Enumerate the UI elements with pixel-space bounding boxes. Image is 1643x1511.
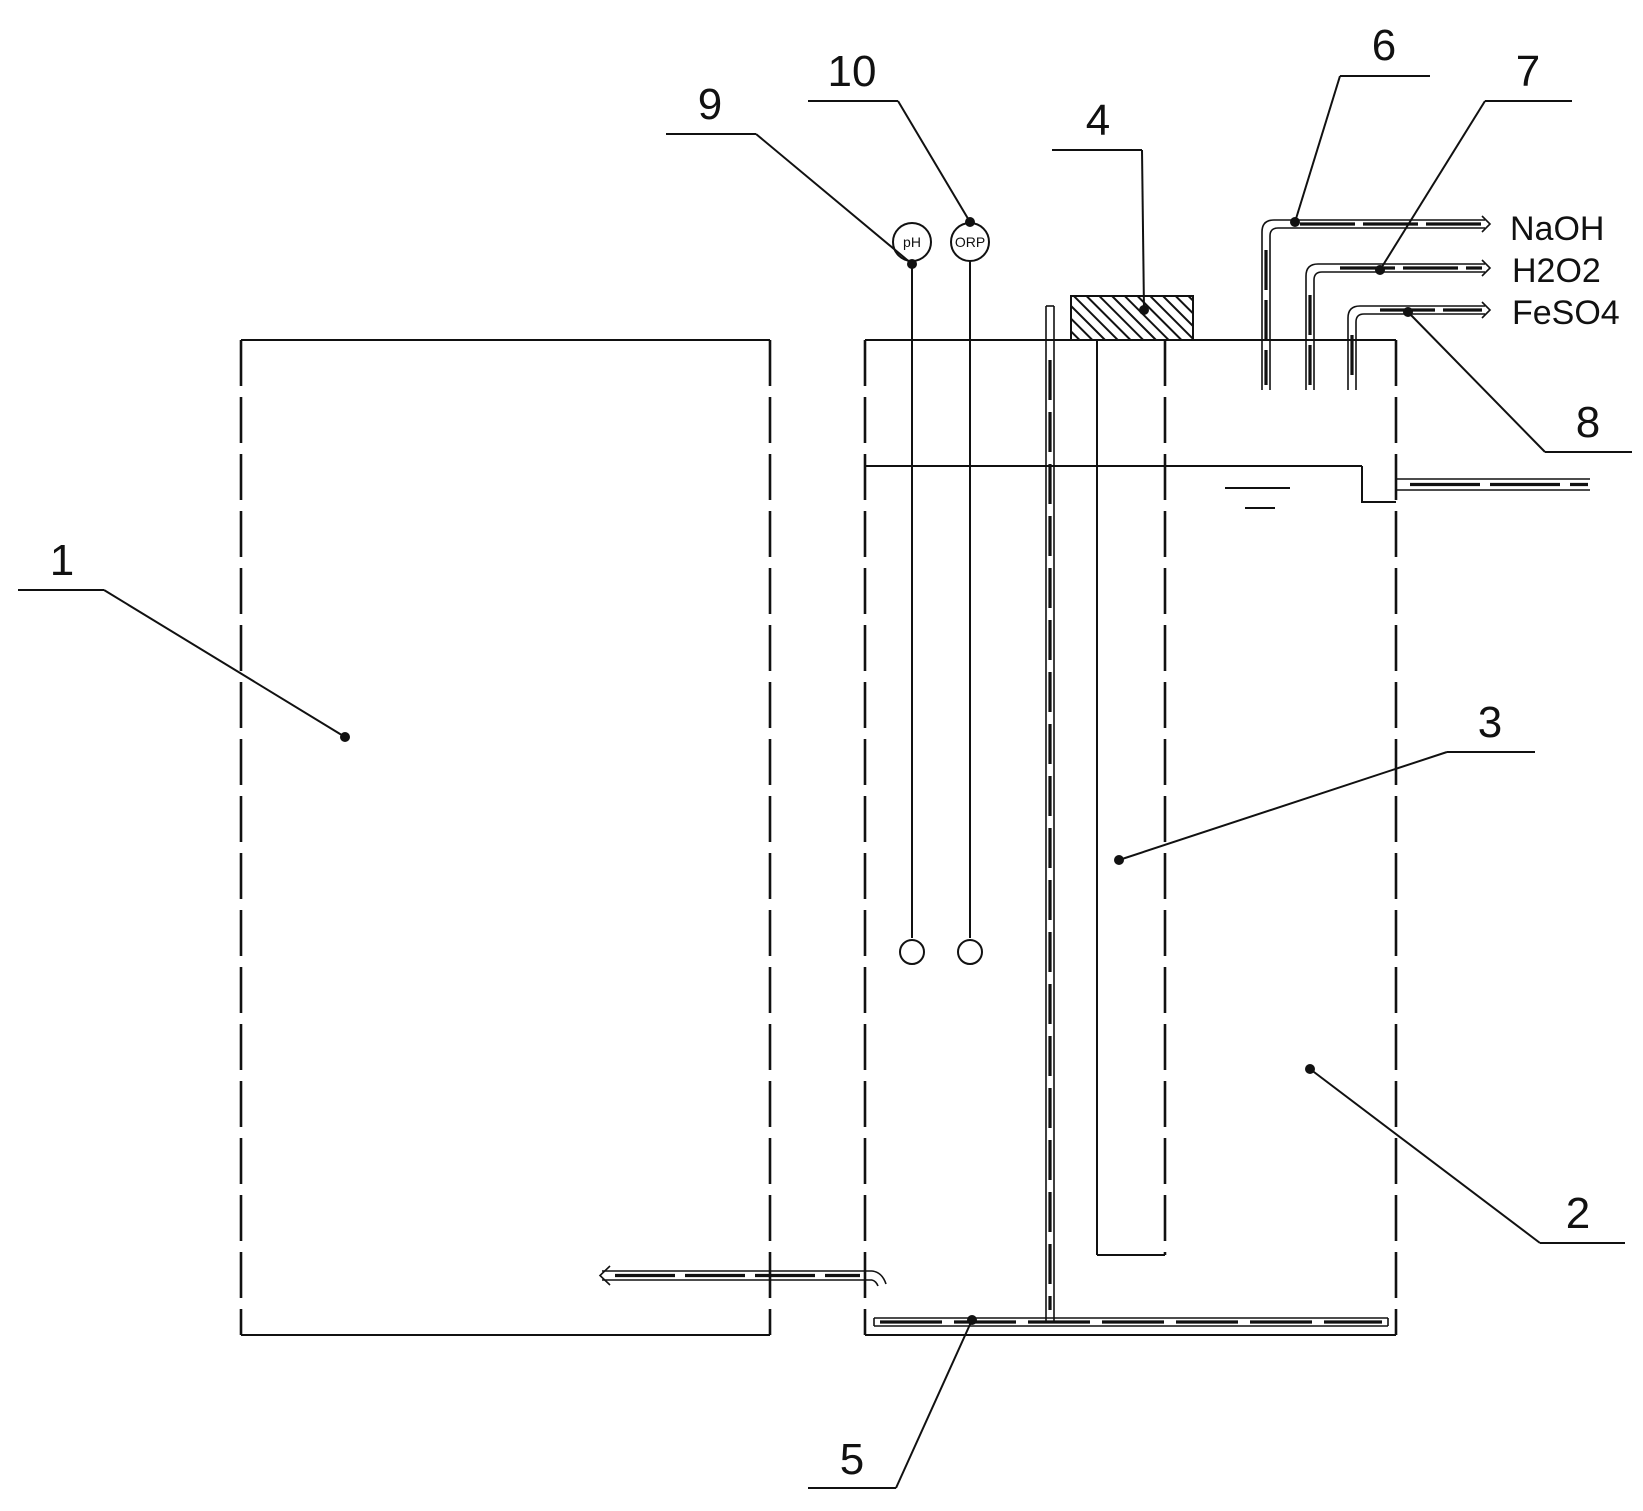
feso4-dosing-pipe [1347,301,1492,390]
callout-9-number: 9 [698,80,722,129]
tank-1 [239,339,772,1336]
callout-10: 10 [808,47,975,227]
transfer-pipe [598,1265,887,1287]
callout-2-number: 2 [1566,1189,1590,1238]
callout-5-number: 5 [840,1435,864,1484]
callout-5: 5 [808,1315,977,1489]
h2o2-dosing-pipe [1305,259,1492,390]
callout-4-number: 4 [1086,96,1110,145]
naoh-label: NaOH [1510,210,1604,248]
ph-probe: pH [892,222,932,965]
aeration-pipe [873,305,1389,1327]
orp-probe: ORP [950,222,990,965]
h2o2-label: H2O2 [1512,252,1601,290]
callout-6-number: 6 [1372,21,1396,70]
callout-10-number: 10 [828,47,877,96]
callout-1-number: 1 [50,536,74,585]
callout-8-number: 8 [1576,398,1600,447]
callout-4: 4 [1052,96,1149,315]
callout-2: 2 [1305,1064,1625,1244]
callout-3: 3 [1114,698,1535,865]
callout-9: 9 [666,80,917,269]
tank-2 [863,339,1398,1336]
callout-7: 7 [1375,47,1572,275]
draft-tube [1096,340,1167,1256]
orp-probe-label: ORP [955,234,985,250]
callout-6: 6 [1290,21,1430,227]
agitator-motor [1070,295,1194,341]
callout-3-number: 3 [1478,698,1502,747]
naoh-dosing-pipe [1261,215,1492,390]
effluent-pipe [1396,478,1590,491]
callout-1: 1 [18,536,350,742]
ph-probe-label: pH [903,234,921,250]
feso4-label: FeSO4 [1512,294,1620,332]
callout-8: 8 [1403,307,1632,453]
callout-7-number: 7 [1516,47,1540,96]
